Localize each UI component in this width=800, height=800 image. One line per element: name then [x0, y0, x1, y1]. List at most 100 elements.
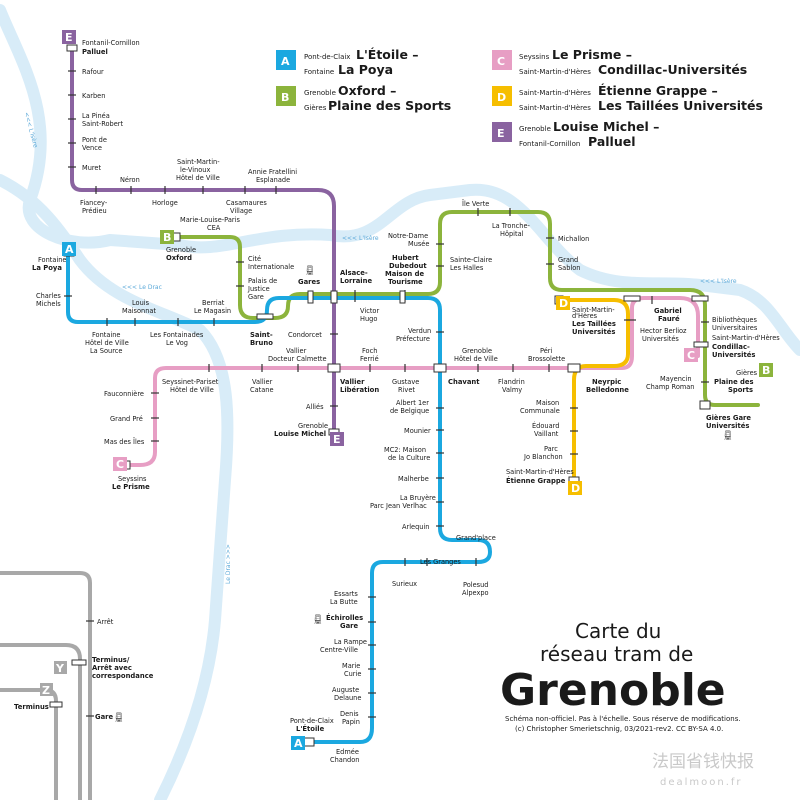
badge-c-seyssins-letter: C — [116, 458, 124, 471]
station-ile-verte: Île Verte — [462, 199, 489, 208]
badge-e-north-letter: E — [65, 31, 73, 44]
legend-e-from: Louise Michel – — [553, 119, 659, 134]
line-a — [66, 253, 492, 744]
legend-e-to: Palluel — [588, 134, 636, 149]
legend-a-letter: A — [281, 55, 290, 68]
station-alsace: Alsace-Lorraine — [340, 269, 372, 285]
station-allies: Alliés — [306, 403, 324, 411]
key-y-badge — [54, 661, 67, 674]
legend-b-from: Oxford – — [338, 83, 396, 98]
key-z-badge — [40, 683, 53, 696]
badge-c-seyssins — [113, 457, 127, 471]
river-label-isere-3: <<< L'Isère — [700, 278, 737, 285]
station-horloge: Horloge — [152, 199, 178, 207]
legend-c-to-town: Saint-Martin-d'Hères — [519, 68, 591, 76]
legend-d-badge — [492, 86, 512, 106]
key-terminus-corr-line3: correspondance — [92, 672, 154, 680]
station-mas-iles: Mas des Îles — [104, 437, 145, 446]
legend-b-to-town: Gières — [304, 104, 327, 112]
legend-d-from: Étienne Grappe – — [598, 83, 718, 98]
station-malherbe: Malherbe — [398, 475, 429, 483]
station-tronche: La Tronche-Hôpital — [492, 222, 531, 238]
badge-e-south — [330, 432, 344, 446]
legend-a-badge — [276, 50, 296, 70]
train-icon: 🚆︎ — [312, 614, 323, 625]
station-e-north-name: Palluel — [82, 48, 108, 56]
legend-e-badge — [492, 122, 512, 142]
key-z-letter: Z — [42, 684, 50, 697]
legend-c-from-town: Seyssins — [519, 53, 550, 61]
station-fiancey: Fiancey-Prédieu — [80, 199, 108, 215]
legend: A Pont-de-Claix L'Étoile – Fontaine La P… — [276, 47, 763, 149]
legend-a-to-town: Fontaine — [304, 68, 334, 76]
key-terminus-marker — [49, 701, 63, 708]
marker-gieres-gare — [699, 400, 711, 410]
badge-a-fontaine-letter: A — [65, 243, 74, 256]
marker-condillac — [693, 341, 709, 348]
train-icon: 🚆︎ — [304, 265, 315, 276]
station-labels: Fontanil-Cornillon Palluel Rafour Karben… — [32, 39, 780, 764]
station-grand-pre: Grand Pré — [110, 415, 143, 423]
station-e-north-town: Fontanil-Cornillon — [82, 39, 140, 47]
badge-e-south-letter: E — [333, 433, 341, 446]
badge-c-east — [684, 348, 698, 362]
station-granges: Les Granges — [420, 558, 461, 566]
legend-a-from: L'Étoile – — [356, 47, 419, 62]
key-terminus-corr-line1: Terminus/ — [92, 656, 130, 664]
legend-c-from: Le Prisme – — [552, 47, 632, 62]
marker-hubert — [399, 290, 406, 304]
station-mounier: Mounier — [404, 427, 431, 435]
badge-d-north-letter: D — [559, 297, 568, 310]
legend-e-to-town: Fontanil-Cornillon — [519, 140, 580, 148]
station-b-oxford-name: Oxford — [166, 254, 192, 262]
badge-a-fontaine — [62, 242, 76, 256]
legend-d-letter: D — [497, 91, 506, 104]
station-arlequin: Arlequin — [402, 523, 430, 531]
station-saint-bruno: Saint-Bruno — [250, 331, 273, 347]
legend-c-to: Condillac-Universités — [598, 62, 747, 77]
credit-line2: (c) Christopher Smerietschnig, 03/2021-r… — [515, 725, 723, 733]
legend-b-badge — [276, 86, 296, 106]
marker-bib — [691, 295, 709, 302]
station-michallon: Michallon — [558, 235, 589, 243]
badge-d-north — [556, 296, 570, 310]
watermark-line2: dealmoon.fr — [660, 777, 743, 788]
station-a-fontaine-name: La Poya — [32, 264, 62, 272]
legend-e-letter: E — [497, 127, 505, 140]
key-terminus-corr-marker — [71, 659, 87, 666]
legend-b-to: Plaine des Sports — [328, 98, 451, 113]
station-fauconniere: Fauconnière — [104, 390, 144, 398]
river-label-isere-2: <<< L'Isère — [342, 235, 379, 242]
river-label-drac-1: <<< Le Drac — [122, 284, 162, 291]
marker-neyrpic — [567, 363, 581, 373]
marker-a-south — [303, 737, 315, 747]
station-condorcet: Condorcet — [288, 331, 322, 339]
station-c-east-name: Condillac-Universités — [712, 343, 755, 359]
station-d-north-town: Saint-Martin-d'Hères — [572, 306, 615, 320]
train-icon: 🚆︎ — [113, 712, 124, 723]
